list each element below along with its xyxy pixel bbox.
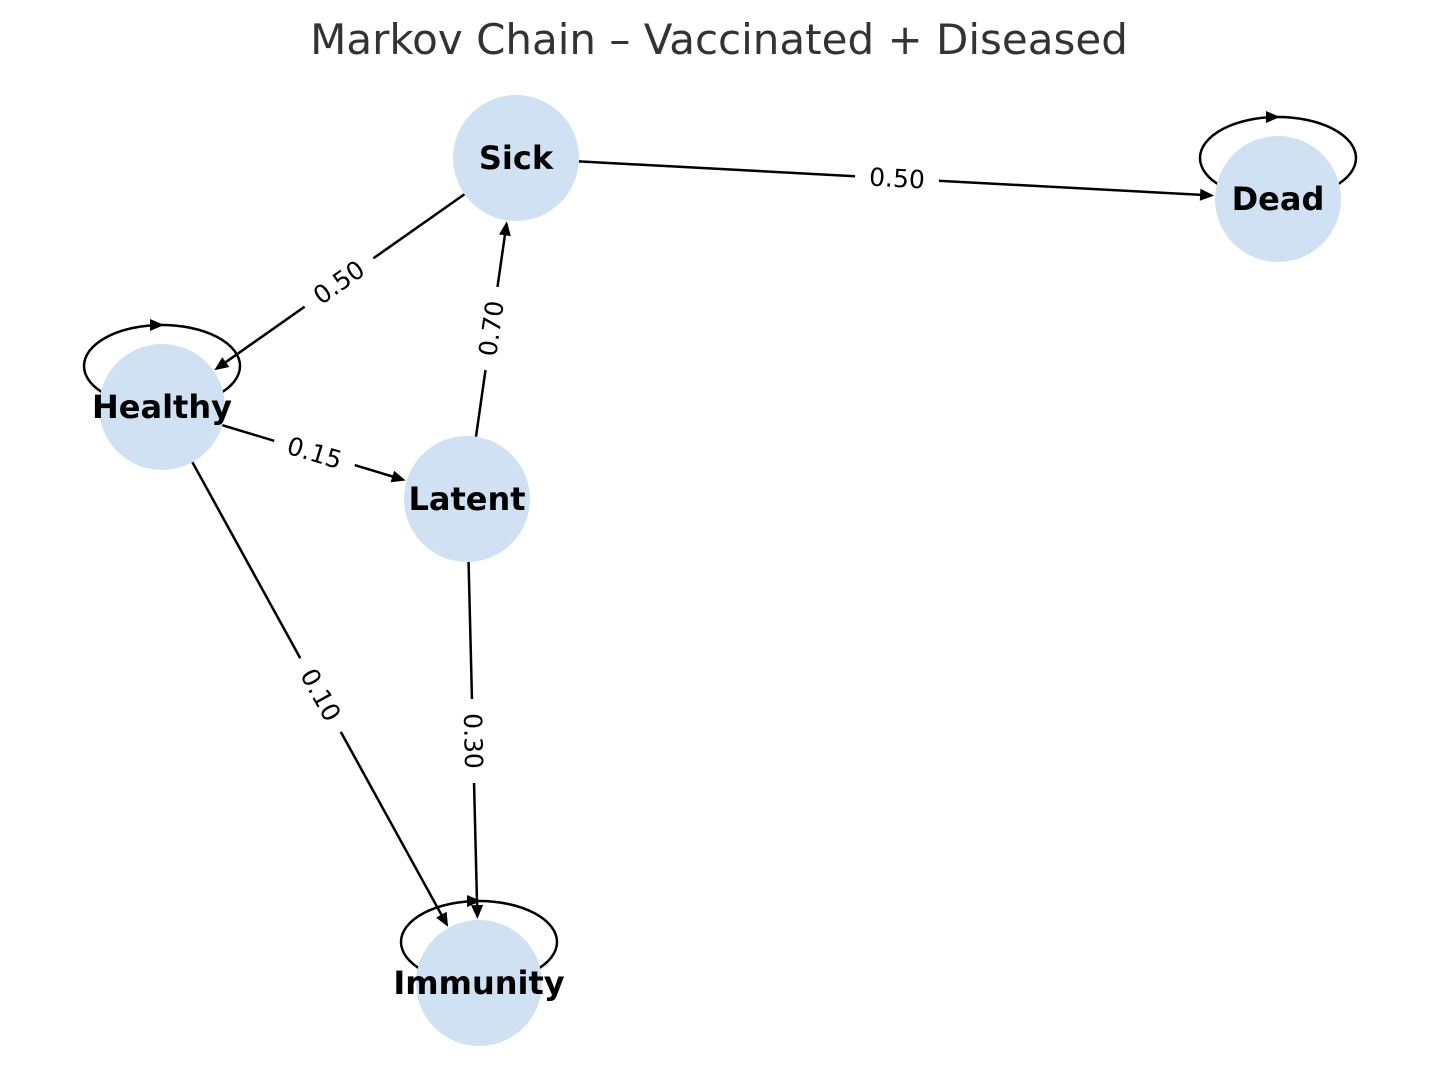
node-label: Sick (479, 139, 554, 177)
self-loop-arrowhead (150, 319, 164, 331)
edge-arrowhead (436, 911, 449, 927)
node-circle (99, 344, 225, 470)
edge-sick-to-healthy: 0.50 (214, 193, 466, 371)
node-healthy: Healthy (92, 344, 232, 470)
node-circle (416, 920, 542, 1046)
node-sick: Sick (453, 95, 579, 221)
self-loop-arrowhead (467, 895, 481, 907)
edge-latent-to-immunity: 0.30 (455, 561, 491, 919)
edge-label-group: 0.50 (295, 245, 383, 320)
edge-label-background (854, 160, 940, 197)
edge-arrowhead (390, 470, 406, 483)
edge-arrowhead (1199, 188, 1215, 201)
node-label: Latent (408, 480, 525, 518)
edge-arrowhead (499, 221, 511, 237)
node-circle (453, 95, 579, 221)
edge-sick-to-dead: 0.50 (578, 160, 1215, 201)
edge-label-group: 0.50 (854, 160, 940, 197)
node-immunity: Immunity (393, 920, 565, 1046)
edge-arrowhead (214, 357, 230, 371)
edge-latent-to-sick: 0.70 (469, 221, 514, 437)
edge-label-group: 0.15 (269, 425, 360, 481)
self-loop-arrowhead (1266, 111, 1280, 123)
diagram-title: Markov Chain – Vaccinated + Diseased (310, 15, 1128, 64)
edge-healthy-to-latent: 0.15 (221, 423, 406, 483)
edge-probability-label: 0.50 (868, 163, 925, 195)
node-label: Immunity (393, 964, 564, 1002)
node-circle (1215, 136, 1341, 262)
edge-label-group: 0.30 (455, 698, 491, 784)
edge-arrowhead (471, 904, 484, 919)
node-label: Dead (1232, 180, 1325, 218)
node-label: Healthy (92, 388, 232, 426)
edge-label-background (469, 284, 514, 373)
edge-probability-label: 0.30 (458, 713, 488, 769)
edge-label-background (269, 425, 360, 481)
edge-healthy-to-immunity: 0.10 (191, 461, 449, 927)
edge-label-background (455, 698, 491, 784)
edge-label-group: 0.70 (469, 284, 514, 373)
edge-label-background (286, 650, 355, 740)
node-dead: Dead (1215, 136, 1341, 262)
edge-label-background (295, 245, 383, 320)
node-latent: Latent (404, 436, 530, 562)
edge-label-group: 0.10 (286, 650, 355, 740)
edges-layer: 0.50 0.50 0.70 0.15 0.10 0.30 (82, 111, 1358, 985)
node-circle (404, 436, 530, 562)
